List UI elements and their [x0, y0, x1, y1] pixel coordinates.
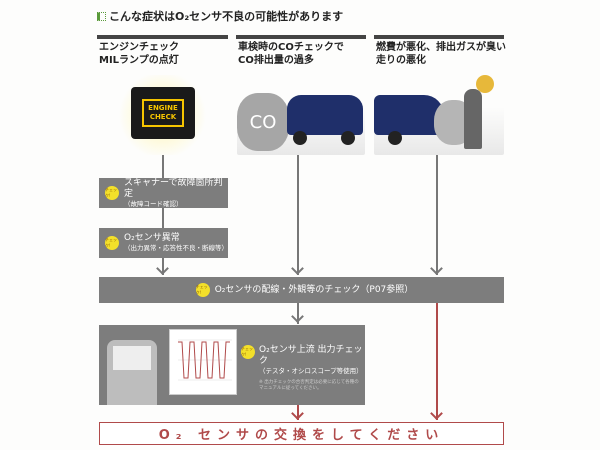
arrow-bullet-icon	[97, 11, 106, 21]
flow-line	[297, 303, 299, 324]
check-badge-icon: チェック!	[195, 283, 210, 297]
result-replace-o2-sensor: O₂ センサの交換をしてください	[99, 422, 504, 445]
step-output-check: チェック! O₂センサ上流 出力チェック（テスタ・オシロスコープ等使用）※ 出力…	[99, 325, 365, 405]
tester-device-image	[107, 340, 157, 405]
arrow-down-icon	[291, 407, 304, 420]
symptom-3-title: 燃費が悪化、排出ガスが臭い走りの悪化	[376, 42, 506, 66]
section-title: こんな症状はO₂センサ不良の可能性があります	[109, 10, 344, 23]
flow-line	[162, 258, 164, 275]
check-badge-icon: チェック!	[105, 186, 119, 200]
column-bar	[236, 35, 366, 39]
column-bar	[374, 35, 504, 39]
flow-line	[162, 208, 164, 228]
arrow-down-icon	[291, 310, 304, 323]
arrow-down-icon	[291, 262, 304, 275]
step-wiring-check: チェック! O₂センサの配線・外観等のチェック（P07参照）	[99, 277, 504, 303]
waveform-graph	[169, 329, 237, 395]
co-exhaust-car-image: CO	[237, 75, 365, 155]
column-bar	[97, 35, 228, 39]
section-header: こんな症状はO₂センサ不良の可能性があります	[97, 8, 343, 24]
flow-line	[162, 155, 164, 178]
flow-line-red	[436, 303, 438, 420]
bad-exhaust-car-image	[374, 75, 504, 155]
flow-line-red	[297, 405, 299, 420]
arrow-down-icon	[430, 407, 443, 420]
arrow-down-icon	[156, 262, 169, 275]
arrow-down-icon	[430, 262, 443, 275]
flow-line	[297, 155, 299, 275]
flow-line	[436, 155, 438, 275]
step-o2-abnormal: チェック! O₂センサ異常（出力異常・応答性不良・断線等）	[99, 228, 228, 258]
check-badge-icon: チェック!	[241, 345, 255, 359]
check-badge-icon: チェック!	[105, 236, 119, 250]
step-scanner: チェック! スキャナーで故障箇所判定（故障コード確認）	[99, 178, 228, 208]
